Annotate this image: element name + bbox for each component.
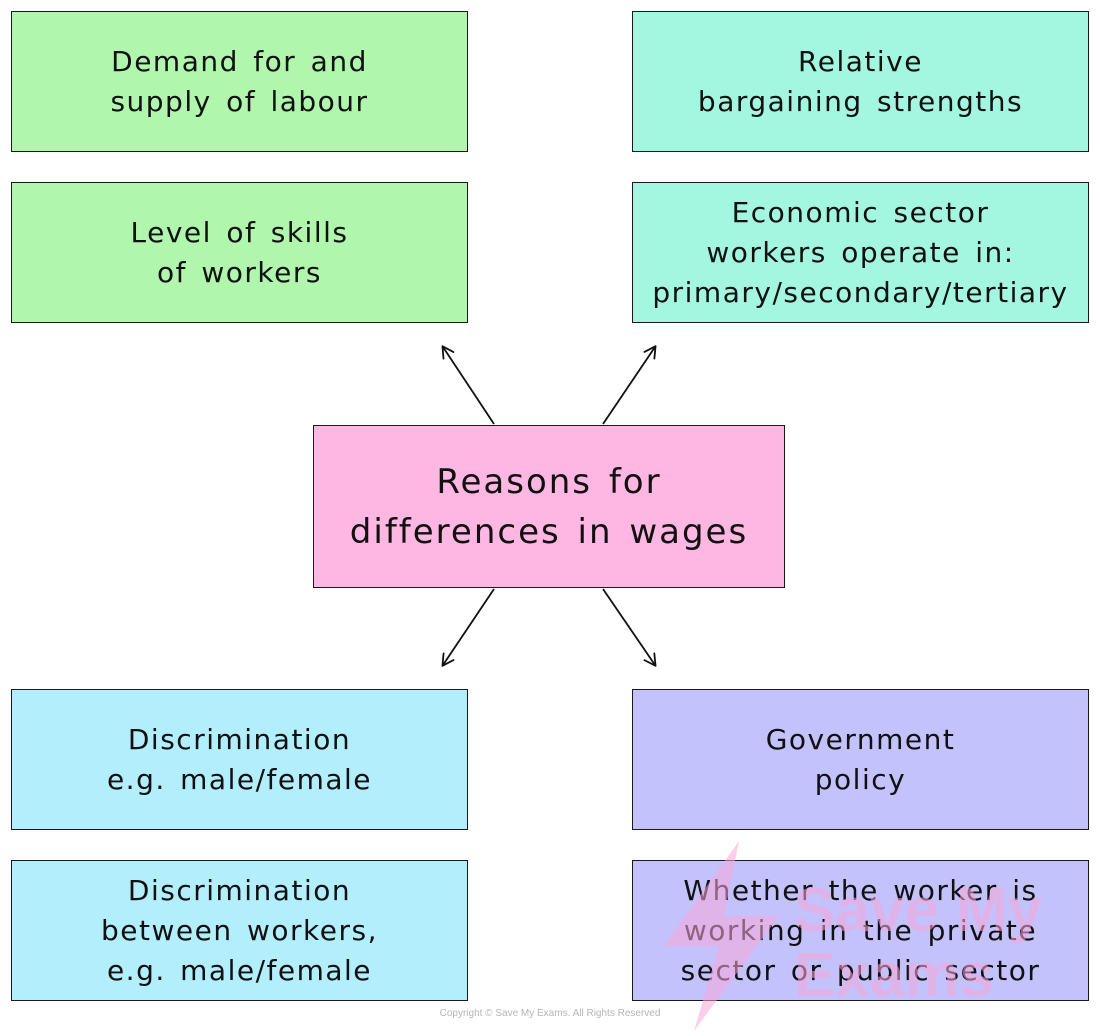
box-skills: Level of skills of workers (11, 182, 468, 323)
box-discrimination-2: Discrimination between workers, e.g. mal… (11, 860, 468, 1001)
arrow-up-right (602, 345, 657, 425)
box-economic-sector-label: Economic sector workers operate in: prim… (652, 195, 1069, 309)
box-demand-supply-label: Demand for and supply of labour (110, 44, 369, 118)
box-skills-label: Level of skills of workers (130, 215, 349, 289)
copyright-text: Copyright © Save My Exams. All Rights Re… (439, 1008, 661, 1019)
box-discrimination-1-label: Discrimination e.g. male/female (106, 722, 373, 796)
box-private-public: Whether the worker is working in the pri… (632, 860, 1089, 1001)
arrow-down-left (441, 588, 495, 667)
box-discrimination-2-label: Discrimination between workers, e.g. mal… (101, 873, 378, 987)
box-demand-supply: Demand for and supply of labour (11, 11, 468, 152)
center-box: Save My Exams Reasons for differences in… (313, 425, 1043, 1031)
box-economic-sector: Economic sector workers operate in: prim… (632, 182, 1089, 323)
box-bargaining: Relative bargaining strengths (632, 11, 1089, 152)
box-discrimination-1: Discrimination e.g. male/female (11, 689, 468, 830)
arrow-down-right (602, 588, 657, 667)
box-private-public-label: Whether the worker is working in the pri… (680, 873, 1041, 987)
box-government-policy: Government policy (632, 689, 1089, 830)
center-label: Reasons for differences in wages (349, 461, 749, 552)
box-government-policy-label: Government policy (765, 722, 956, 796)
box-bargaining-label: Relative bargaining strengths (697, 44, 1024, 118)
arrow-up-left (441, 345, 495, 425)
